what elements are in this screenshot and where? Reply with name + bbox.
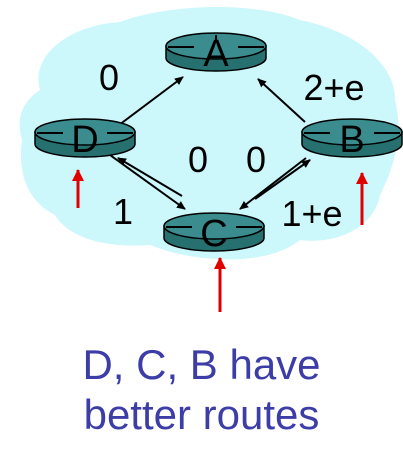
cost-b-to-c: 1+e [281,193,342,234]
router-a: A [165,32,267,75]
route-arrows [109,76,311,210]
arrow-d-to-a [114,76,184,129]
caption-line-1: D, C, B have [82,341,321,388]
update-arrows [72,169,368,312]
caption-line-2: better routes [83,391,320,438]
cost-c-to-b: 0 [246,139,266,180]
router-d: D [34,118,136,161]
network-cloud [19,7,399,260]
cost-b-to-a: 2+e [303,67,364,108]
router-c-label: C [200,213,227,255]
cost-d-to-c: 1 [113,191,133,232]
cost-d-to-a: 0 [99,57,119,98]
router-b-label: B [339,119,364,161]
arrow-b-to-a [257,78,306,123]
cost-c-to-d: 0 [188,139,208,180]
router-d-label: D [71,119,98,161]
router-b: B [301,118,403,161]
arrow-b-to-c [239,157,307,210]
router-c: C [163,212,265,255]
arrow-c-to-b [254,159,311,200]
arrow-c-to-d [117,157,183,197]
router-a-label: A [203,33,229,75]
